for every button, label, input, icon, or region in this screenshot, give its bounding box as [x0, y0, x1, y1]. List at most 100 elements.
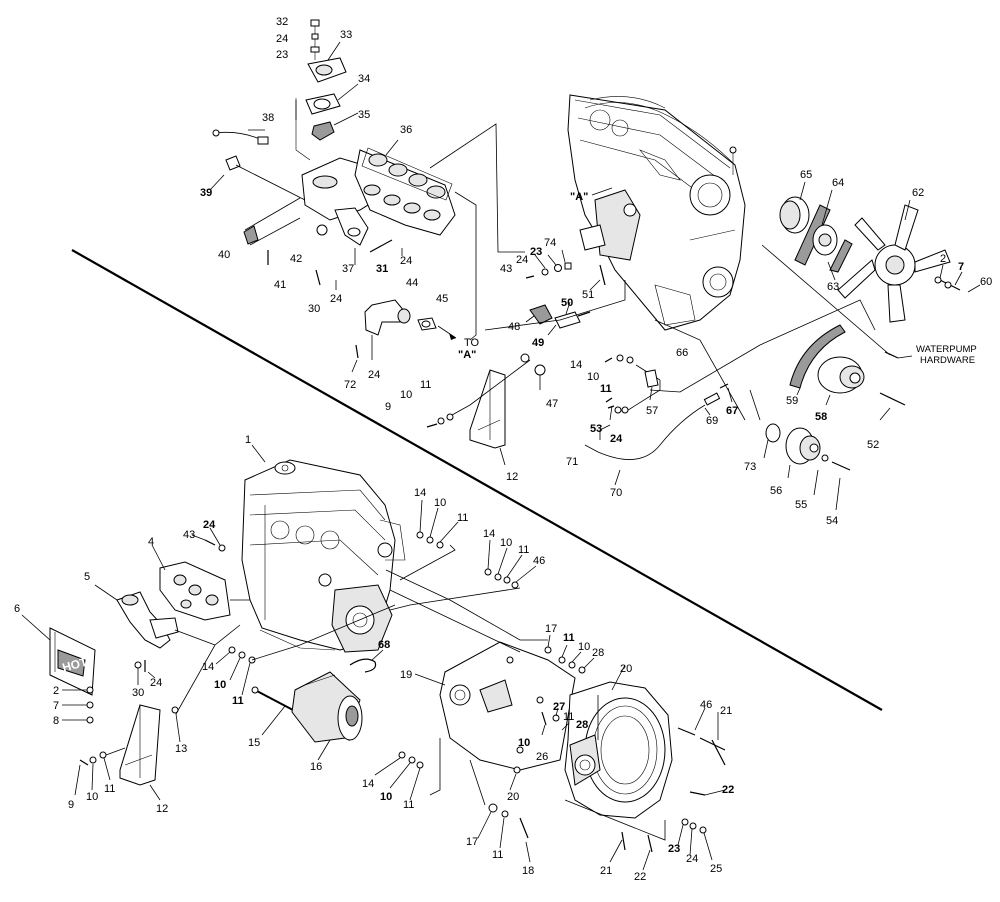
- waterpump-hardware-label-line1: WATERPUMP: [916, 344, 977, 355]
- callout-24: 24: [330, 293, 342, 305]
- callout-66: 66: [676, 347, 688, 359]
- callout-55: 55: [795, 499, 807, 511]
- exhaust-manifold-lower: [151, 544, 250, 621]
- callout-26: 26: [536, 751, 548, 763]
- to-label: TO: [464, 337, 480, 349]
- fan-and-pulley-group: [761, 181, 981, 359]
- callout-9: 9: [385, 401, 391, 413]
- callout-11: 11: [232, 695, 244, 707]
- callout-10: 10: [434, 497, 446, 509]
- wire-68: [349, 649, 384, 673]
- leader-a-top: [591, 187, 613, 196]
- callout-31: 31: [376, 263, 388, 275]
- callout-12: 12: [506, 471, 518, 483]
- callout-51: 51: [582, 289, 594, 301]
- cooling-fan: [837, 204, 951, 323]
- callout-11: 11: [492, 849, 503, 861]
- callout-8: 8: [53, 715, 59, 727]
- callout-52: 52: [867, 439, 879, 451]
- callout-11: 11: [457, 512, 468, 524]
- callout-64: 64: [832, 177, 844, 189]
- callout-13: 13: [175, 743, 187, 755]
- callout-24: 24: [368, 369, 380, 381]
- waterpump-hardware-label-line2: HARDWARE: [920, 355, 975, 366]
- callout-22: 22: [722, 784, 734, 796]
- callout-15: 15: [248, 737, 260, 749]
- callout-24: 24: [150, 677, 162, 689]
- callout-labels: 32 24 23 33 34 35 38 36 39 40 42 41 37 3…: [14, 16, 992, 883]
- callout-28: 28: [576, 719, 588, 731]
- callout-10: 10: [578, 641, 590, 653]
- callout-60: 60: [980, 276, 992, 288]
- callout-20: 20: [620, 663, 632, 675]
- callout-11: 11: [600, 383, 612, 395]
- hardware-set-14-top: [389, 499, 537, 611]
- callout-30: 30: [132, 687, 144, 699]
- callout-19: 19: [400, 669, 412, 681]
- callout-46: 46: [533, 555, 545, 567]
- callout-68: 68: [378, 639, 390, 651]
- throttle-cable-group: [584, 299, 876, 486]
- callout-49: 49: [532, 337, 544, 349]
- callout-34: 34: [358, 73, 370, 85]
- callout-33: 33: [340, 29, 352, 41]
- callout-24: 24: [203, 519, 216, 531]
- hardware-set-upper-mid: [599, 354, 661, 440]
- mount-bracket-48: [484, 280, 626, 336]
- callout-50: 50: [561, 297, 573, 309]
- sensor-group: [212, 129, 393, 286]
- callout-18: 18: [522, 865, 534, 877]
- callout-14: 14: [414, 487, 426, 499]
- callout-4: 4: [148, 536, 154, 548]
- crank-pulley-group: [654, 319, 851, 511]
- callout-11: 11: [563, 632, 575, 644]
- callout-67: 67: [726, 405, 738, 417]
- engine-assembly-upper: [567, 94, 746, 331]
- callout-22: 22: [634, 871, 646, 883]
- callout-65: 65: [800, 169, 812, 181]
- callout-62: 62: [912, 187, 924, 199]
- ref-a-top: "A": [570, 191, 588, 203]
- hardware-set-2-7-8: [62, 660, 156, 724]
- bracket-hardware-upper: [525, 249, 606, 291]
- callout-14: 14: [362, 778, 374, 790]
- callout-74: 74: [544, 237, 556, 249]
- callout-36: 36: [400, 124, 412, 136]
- callout-56: 56: [770, 485, 782, 497]
- callout-24: 24: [610, 433, 623, 445]
- callout-16: 16: [310, 761, 322, 773]
- manifold-group: [301, 147, 456, 246]
- callout-39: 39: [200, 187, 212, 199]
- callout-7: 7: [958, 261, 964, 273]
- callout-21: 21: [720, 705, 732, 717]
- callout-7: 7: [53, 700, 59, 712]
- hardware-set-43-lower: [191, 527, 226, 552]
- callout-24: 24: [516, 254, 528, 266]
- callout-11: 11: [518, 544, 529, 556]
- callout-58: 58: [815, 411, 827, 423]
- callout-40: 40: [218, 249, 230, 261]
- callout-41: 41: [274, 279, 286, 291]
- ref-a-bottom: "A": [458, 349, 476, 361]
- callout-59: 59: [786, 395, 798, 407]
- coolant-elbow-group: [351, 299, 457, 373]
- callout-24: 24: [400, 255, 412, 267]
- callout-28: 28: [592, 647, 604, 659]
- callout-23: 23: [276, 49, 288, 61]
- callout-23: 23: [668, 843, 680, 855]
- callout-24: 24: [276, 33, 288, 45]
- callout-6: 6: [14, 603, 20, 615]
- callout-5: 5: [84, 571, 90, 583]
- callout-2: 2: [53, 685, 59, 697]
- callout-48: 48: [508, 321, 520, 333]
- section-divider-line: [71, 249, 883, 711]
- hot-warning-label: HOT: [61, 655, 90, 675]
- callout-46: 46: [700, 699, 712, 711]
- callout-57: 57: [646, 405, 658, 417]
- callout-25: 25: [710, 863, 722, 875]
- callout-1: 1: [245, 434, 251, 446]
- callout-44: 44: [406, 277, 418, 289]
- callout-14: 14: [570, 359, 582, 371]
- callout-53: 53: [590, 423, 602, 435]
